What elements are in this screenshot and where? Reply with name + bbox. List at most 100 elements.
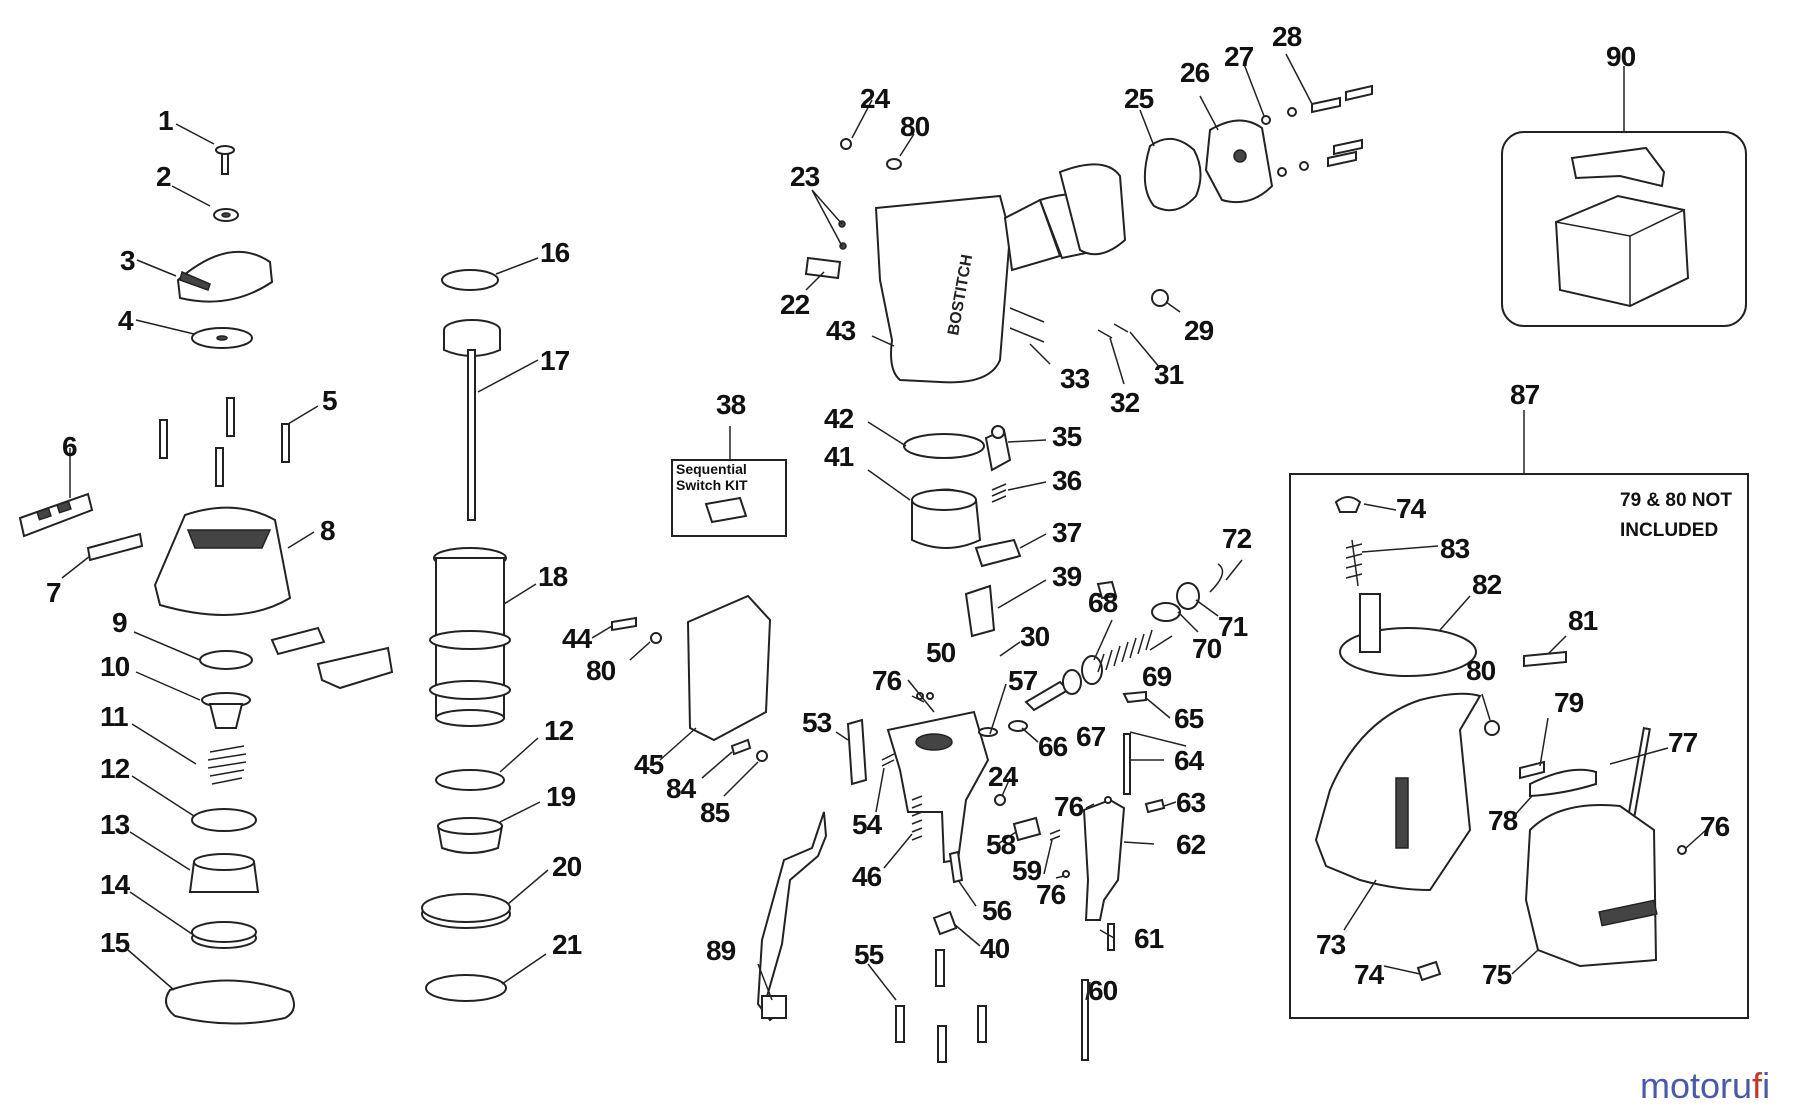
callout-12: 12 bbox=[100, 753, 130, 784]
callout-75: 75 bbox=[1482, 959, 1512, 990]
leader-lines bbox=[61, 53, 1707, 1001]
callout-67: 67 bbox=[1076, 721, 1106, 752]
part-36-spring bbox=[991, 483, 1007, 503]
callout-57: 57 bbox=[1008, 665, 1038, 696]
watermark-text-1: motoru bbox=[1640, 1065, 1752, 1106]
part-37-switch bbox=[974, 538, 1022, 568]
part-55-screw bbox=[895, 1005, 905, 1043]
callout-63: 63 bbox=[1176, 787, 1206, 818]
part-39-trigger bbox=[964, 584, 996, 638]
callout-22: 22 bbox=[780, 289, 810, 320]
part-72-clip bbox=[1209, 563, 1224, 593]
callout-42: 42 bbox=[824, 403, 854, 434]
callout-43: 43 bbox=[826, 315, 856, 346]
callout-6: 6 bbox=[62, 431, 77, 462]
part-65-pin bbox=[1122, 690, 1147, 704]
part-11-spring bbox=[207, 745, 247, 785]
part-69-spring bbox=[1097, 629, 1153, 673]
callout-83: 83 bbox=[1440, 533, 1470, 564]
part-58-bracket bbox=[1012, 816, 1042, 842]
callout-44: 44 bbox=[562, 623, 593, 654]
cylinder-parts bbox=[421, 269, 511, 1002]
part-81-pin bbox=[1523, 650, 1567, 668]
part-17-driver-blade bbox=[467, 349, 476, 521]
callout-45: 45 bbox=[634, 749, 664, 780]
part-85-nut bbox=[756, 750, 768, 762]
callout-61: 61 bbox=[1134, 923, 1164, 954]
part-33-pin bbox=[1009, 307, 1045, 323]
callout-28: 28 bbox=[1272, 21, 1302, 52]
part-80-washer bbox=[886, 158, 902, 170]
callout-5: 5 bbox=[322, 385, 337, 416]
part-7-plate bbox=[86, 532, 144, 562]
callout-82: 82 bbox=[1472, 569, 1502, 600]
callout-46: 46 bbox=[852, 861, 882, 892]
callout-15: 15 bbox=[100, 927, 130, 958]
callout-2: 2 bbox=[156, 161, 171, 192]
part-29-plug bbox=[1151, 289, 1169, 307]
callout-68: 68 bbox=[1088, 587, 1118, 618]
sequential-switch-kit-box bbox=[671, 459, 787, 537]
part-54-spring bbox=[881, 753, 895, 767]
callout-12b: 12 bbox=[544, 715, 574, 746]
part-44-screw bbox=[611, 616, 637, 632]
part-74-knob-b bbox=[1416, 960, 1442, 982]
callout-80: 80 bbox=[900, 111, 930, 142]
part-60-pin bbox=[1081, 979, 1089, 1061]
part-62-lever bbox=[1082, 798, 1126, 921]
part-84-screw bbox=[730, 738, 752, 756]
housing-parts: BOSTITCH bbox=[804, 84, 1373, 384]
callout-27: 27 bbox=[1224, 41, 1254, 72]
part-27-washer bbox=[1261, 115, 1271, 125]
callout-79: 79 bbox=[1554, 687, 1584, 718]
callout-24: 24 bbox=[860, 83, 891, 114]
part-43-housing bbox=[874, 194, 1012, 384]
callout-76c: 76 bbox=[1036, 879, 1066, 910]
callout-40: 40 bbox=[980, 933, 1010, 964]
callout-30: 30 bbox=[1020, 621, 1050, 652]
callout-32: 32 bbox=[1110, 387, 1140, 418]
callout-41: 41 bbox=[824, 441, 854, 472]
part-77-rod bbox=[1627, 727, 1651, 819]
part-32-pin bbox=[1097, 329, 1113, 339]
left-column-parts bbox=[18, 145, 394, 1025]
callout-58: 58 bbox=[986, 829, 1016, 860]
kit-title-line1: Sequential bbox=[676, 461, 747, 477]
note-line2: INCLUDED bbox=[1620, 520, 1718, 541]
callout-17: 17 bbox=[540, 345, 570, 376]
part-12-o-ring-b bbox=[435, 769, 505, 791]
callout-53: 53 bbox=[802, 707, 832, 738]
part-59-spring bbox=[1049, 829, 1061, 841]
watermark-text-2: f bbox=[1752, 1065, 1763, 1106]
watermark-text-3: i bbox=[1762, 1065, 1770, 1106]
callout-66: 66 bbox=[1038, 731, 1068, 762]
svg-text:motorufi: motorufi bbox=[1640, 1065, 1770, 1106]
callout-20: 20 bbox=[552, 851, 582, 882]
callout-64: 64 bbox=[1174, 745, 1205, 776]
callout-1: 1 bbox=[158, 105, 173, 136]
callout-25: 25 bbox=[1124, 83, 1154, 114]
part-12-o-ring bbox=[191, 808, 257, 832]
callout-29: 29 bbox=[1184, 315, 1214, 346]
part-24-nut bbox=[840, 138, 852, 150]
part-90-box-group bbox=[1501, 131, 1747, 327]
part-83-spring bbox=[1345, 539, 1363, 587]
callout-85: 85 bbox=[700, 797, 730, 828]
callout-14: 14 bbox=[100, 869, 131, 900]
part-53-bracket bbox=[846, 718, 868, 786]
part-76-pin bbox=[1677, 845, 1687, 855]
part-79-screw bbox=[1519, 760, 1545, 780]
part-57-clip bbox=[978, 727, 998, 737]
part-22-label bbox=[804, 256, 842, 280]
callout-65: 65 bbox=[1174, 703, 1204, 734]
part-46-spring bbox=[911, 795, 923, 841]
part-15-gasket bbox=[165, 979, 295, 1025]
callout-80c: 80 bbox=[1466, 655, 1496, 686]
callout-24b: 24 bbox=[988, 761, 1019, 792]
part-74-knob bbox=[1334, 496, 1362, 513]
part-16-o-ring bbox=[441, 269, 499, 291]
part-40-fitting bbox=[932, 910, 958, 936]
callout-69: 69 bbox=[1142, 661, 1172, 692]
callout-74b: 74 bbox=[1354, 959, 1385, 990]
